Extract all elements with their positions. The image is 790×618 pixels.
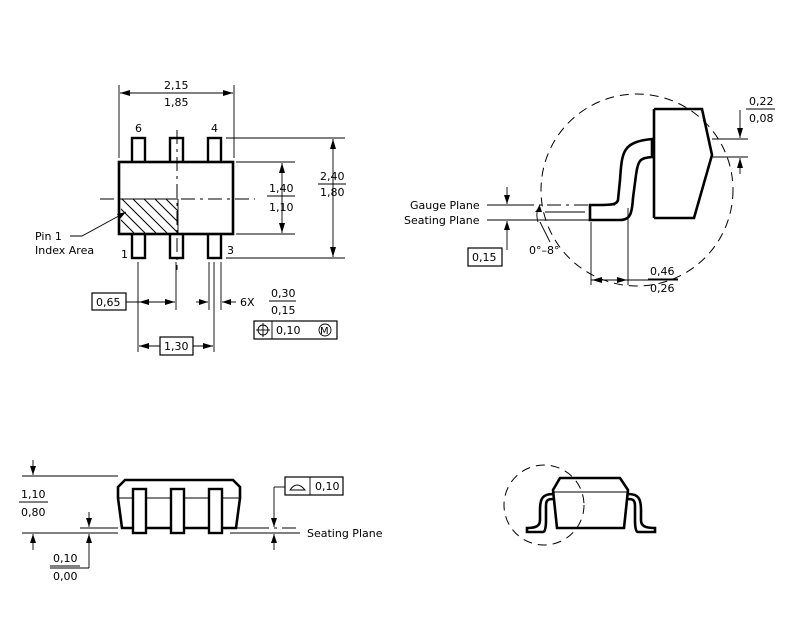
detail-standoff-max: 0,22	[749, 95, 774, 108]
lead-width-prefix: 6X	[240, 296, 255, 309]
lead-detail-view: 0,22 0,08 Gauge Plane Seating Plane 0,15…	[404, 93, 775, 295]
body-height-min: 1,10	[269, 201, 294, 214]
pin-6	[130, 136, 147, 166]
pin1-note-line2: Index Area	[35, 244, 94, 257]
lead-width-dimension: 6X 0,30 0,15	[196, 287, 296, 317]
mmc-symbol-icon	[318, 323, 332, 337]
detail-circle	[540, 93, 734, 287]
body-width-min: 1,85	[164, 96, 189, 109]
body-height-max: 1,40	[269, 182, 294, 195]
coplanarity-symbol-icon	[289, 484, 306, 491]
pin3-label: 3	[227, 244, 234, 257]
side-lead-2	[169, 487, 186, 535]
detail-standoff-min: 0,08	[749, 112, 774, 125]
lead-angle: 0°–8°	[529, 244, 560, 257]
position-tolerance-frame: 0,10 M	[253, 320, 338, 340]
gauge-plane-label: Gauge Plane	[410, 199, 480, 212]
foot-length-min: 0,26	[650, 282, 675, 295]
end-body	[551, 476, 630, 530]
end-detail-circle	[503, 464, 585, 546]
position-tolerance: 0,10	[276, 324, 301, 337]
body-height-dimension: 1,40 1,10	[236, 161, 295, 235]
pin1-note-line1: Pin 1	[35, 230, 62, 243]
top-view: 6 4 1 3 Pin 1 Index Area 2,15 1,85 2,40	[35, 79, 346, 356]
pin-pitch: 0,65	[96, 296, 121, 309]
lead-width-min: 0,15	[271, 304, 296, 317]
side-view: Seating Plane 1,10 0,80 0,10 0,00 0,10	[19, 460, 383, 583]
body-width-max: 2,15	[164, 79, 189, 92]
svg-text:M: M	[320, 326, 329, 337]
package-body	[117, 160, 235, 236]
overall-height-min: 1,80	[320, 186, 345, 199]
side-standoff-max: 0,10	[53, 552, 78, 565]
pin1-label: 1	[121, 248, 128, 261]
lead-width-max: 0,30	[271, 287, 296, 300]
pin-span-dimension: 1,30	[139, 336, 213, 356]
pin-4	[206, 136, 223, 166]
overall-height-max: 2,40	[320, 170, 345, 183]
body-width-dimension: 2,15 1,85	[118, 79, 235, 158]
side-lead-3	[207, 487, 224, 535]
coplanarity: 0,10	[315, 480, 340, 493]
pin6-label: 6	[135, 122, 142, 135]
pin-pitch-dimension: 0,65	[91, 262, 222, 352]
pin4-label: 4	[211, 122, 218, 135]
side-height-min: 0,80	[21, 506, 46, 519]
side-height-max: 1,10	[21, 488, 46, 501]
overall-height-dimension: 2,40 1,80	[226, 137, 346, 259]
end-view	[503, 464, 657, 546]
pin1-index-area	[121, 199, 178, 233]
gauge-height: 0,15	[472, 251, 497, 264]
side-standoff-min: 0,00	[53, 570, 78, 583]
side-seating-plane-label: Seating Plane	[307, 527, 383, 540]
pin-span: 1,30	[164, 340, 189, 353]
seating-plane-label: Seating Plane	[404, 214, 480, 227]
foot-length-max: 0,46	[650, 265, 675, 278]
side-lead-1	[131, 487, 148, 535]
